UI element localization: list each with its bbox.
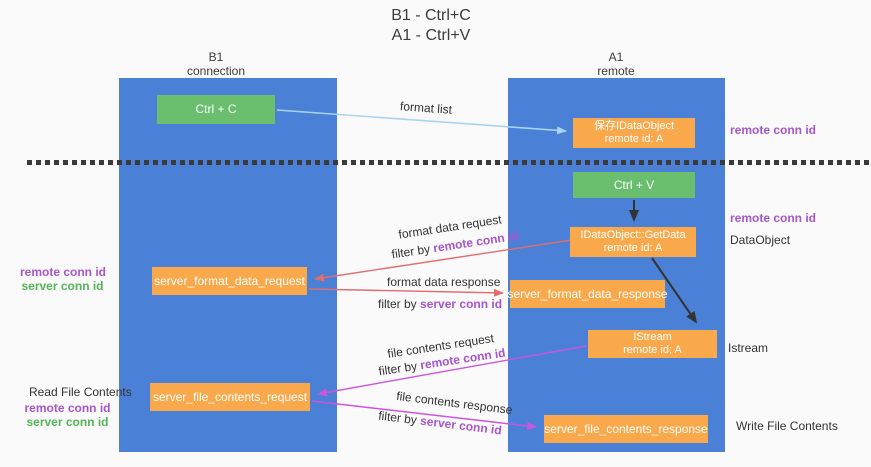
- dashed-divider: [27, 160, 871, 165]
- node-istream: IStream remote id: A: [588, 330, 717, 358]
- node-istream-label: IStream remote id: A: [623, 331, 682, 356]
- label-conn-ids-format-left: remote conn id server conn id: [20, 265, 107, 293]
- right-column-header: A1 remote: [556, 50, 676, 78]
- label-filter-server-format: filter by server conn id: [378, 297, 503, 311]
- label-write-file-contents: Write File Contents: [736, 419, 838, 433]
- title-line-2: A1 - Ctrl+V: [391, 27, 471, 44]
- label-dataobject: DataObject: [730, 233, 791, 247]
- node-server-format-data-request: server_format_data_request: [152, 267, 307, 295]
- node-ctrl-c-label: Ctrl + C: [195, 102, 237, 116]
- node-ctrl-v-label: Ctrl + V: [613, 177, 655, 192]
- node-ctrl-c: Ctrl + C: [157, 95, 275, 124]
- title-line-1: B1 - Ctrl+C: [391, 7, 471, 24]
- left-column-header: B1 connection: [156, 50, 276, 78]
- node-server-format-data-response: server_format_data_response: [507, 280, 668, 308]
- node-getdata-label: IDataObject::GetData remote id: A: [580, 229, 686, 254]
- label-format-data-response: format data response: [387, 275, 501, 289]
- node-ctrl-v: Ctrl + V: [573, 172, 695, 198]
- right-column-subtitle: remote: [597, 64, 635, 78]
- left-column-subtitle: connection: [186, 64, 246, 78]
- node-save-dataobject-label: 保存IDataObject remote id: A: [593, 120, 675, 145]
- diagram-title: B1 - Ctrl+C A1 - Ctrl+V: [300, 6, 562, 46]
- label-remote-conn-id-mid-right: remote conn id: [730, 211, 817, 225]
- label-remote-conn-id-top-right: remote conn id: [730, 123, 817, 137]
- label-conn-ids-file-left: remote conn id server conn id: [24, 401, 111, 429]
- left-column-name: B1: [208, 50, 224, 64]
- label-format-list: format list: [399, 99, 453, 117]
- node-server-file-contents-response: server_file_contents_response: [544, 415, 708, 443]
- right-column-name: A1: [608, 50, 624, 64]
- arrow-format-data-response: [308, 288, 504, 297]
- label-read-file-contents: Read File Contents: [29, 385, 132, 399]
- node-server-file-contents-request: server_file_contents_request: [150, 383, 310, 411]
- label-istream: Istream: [728, 341, 769, 355]
- node-save-dataobject: 保存IDataObject remote id: A: [573, 118, 695, 148]
- node-getdata: IDataObject::GetData remote id: A: [570, 227, 696, 257]
